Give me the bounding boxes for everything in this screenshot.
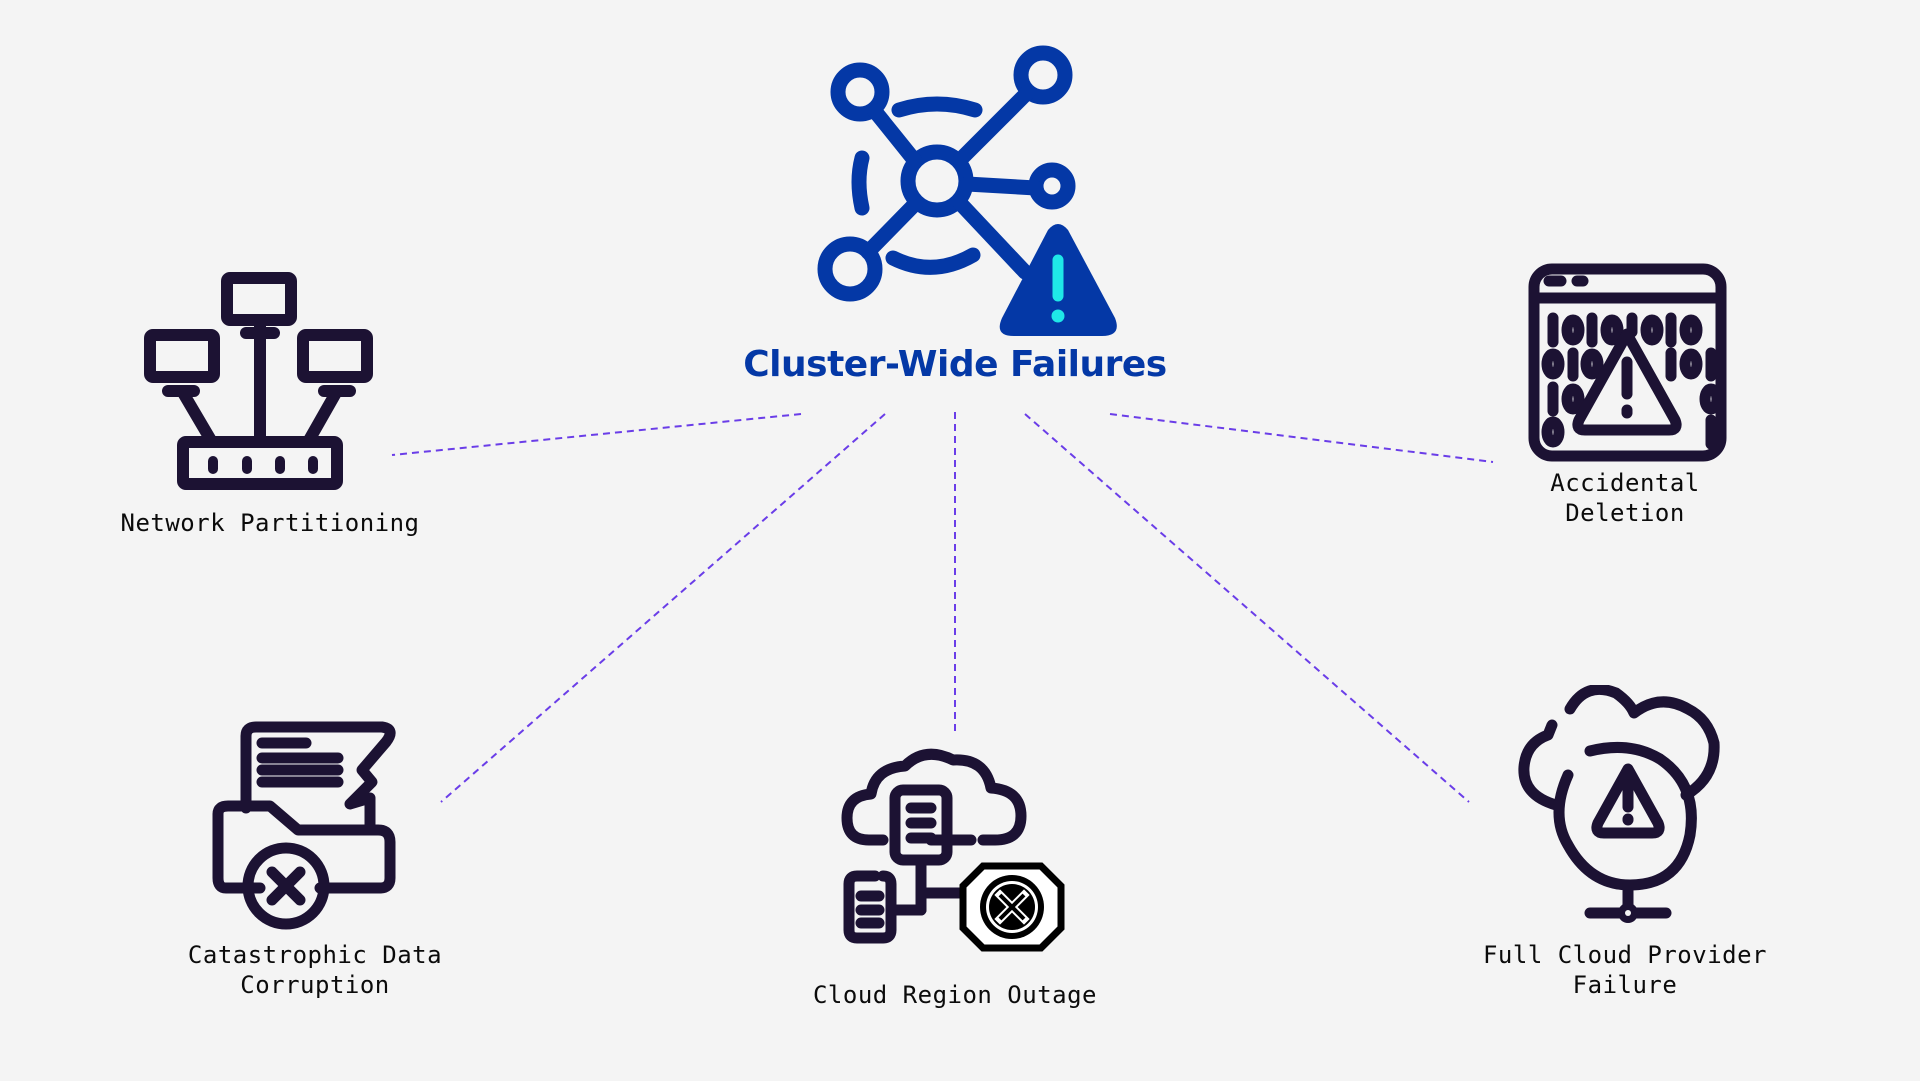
connector-network-partitioning bbox=[391, 413, 802, 456]
network-topology-icon bbox=[144, 272, 373, 490]
node-label: Full Cloud Provider Failure bbox=[1482, 941, 1768, 999]
cloud-server-error-icon bbox=[841, 748, 1065, 952]
corrupted-folder-icon bbox=[212, 721, 396, 930]
binary-window-warning-icon bbox=[1528, 263, 1727, 462]
connector-full-cloud-provider-failure bbox=[1024, 413, 1470, 803]
connector-catastrophic-data-corruption bbox=[440, 413, 886, 803]
connector-accidental-deletion bbox=[1109, 413, 1494, 463]
node-label: Catastrophic Data Corruption bbox=[187, 941, 443, 999]
node-label: Accidental Deletion bbox=[1550, 469, 1700, 527]
node-label: Cloud Region Outage bbox=[812, 981, 1098, 1009]
diagram-title: Cluster-Wide Failures bbox=[743, 344, 1167, 385]
network-cluster-warning-icon bbox=[817, 45, 1117, 336]
cloud-warning-network-icon bbox=[1518, 685, 1720, 923]
node-label: Network Partitioning bbox=[120, 509, 420, 537]
